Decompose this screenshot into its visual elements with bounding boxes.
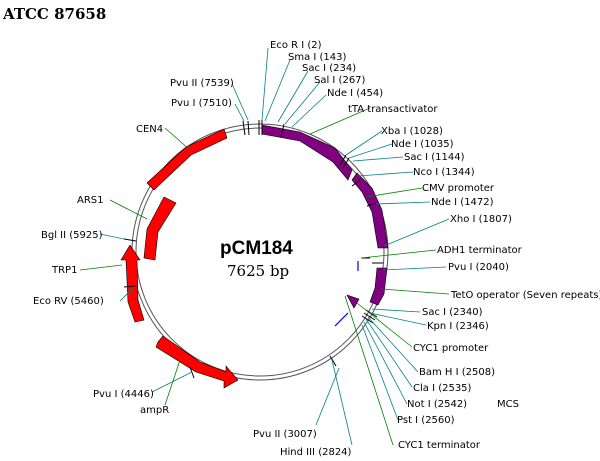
label-xbai: Xba I (1028) bbox=[381, 126, 443, 137]
teto-operator-feature bbox=[369, 267, 388, 306]
label-bglii: Bgl II (5925) bbox=[41, 230, 103, 241]
label-cmv-promoter: CMV promoter bbox=[422, 183, 495, 194]
label-sali: Sal I (267) bbox=[314, 75, 366, 86]
cen4-feature bbox=[146, 128, 228, 191]
label-clai: Cla I (2535) bbox=[413, 383, 472, 394]
cmv-promoter-feature bbox=[351, 172, 389, 249]
label-ndei-1035: Nde I (1035) bbox=[391, 139, 454, 150]
label-ars1: ARS1 bbox=[77, 195, 104, 206]
label-adh1-terminator: ADH1 terminator bbox=[437, 245, 523, 256]
label-ecorv: Eco RV (5460) bbox=[33, 296, 104, 307]
label-xhoi: Xho I (1807) bbox=[450, 214, 512, 225]
label-cyc1-terminator: CYC1 terminator bbox=[398, 440, 481, 451]
label-pvuii-7539: Pvu II (7539) bbox=[170, 78, 234, 89]
backbone-inner bbox=[135, 127, 385, 377]
label-smai: Sma I (143) bbox=[288, 52, 347, 63]
label-pvui-2040: Pvu I (2040) bbox=[448, 262, 509, 273]
cyc1-promoter-feature bbox=[346, 294, 360, 309]
label-cen4: CEN4 bbox=[136, 124, 163, 135]
plasmid-size: 7625 bp bbox=[227, 262, 289, 280]
label-pvui-4446: Pvu I (4446) bbox=[93, 389, 154, 400]
ars1-feature bbox=[143, 196, 177, 261]
label-ampr: ampR bbox=[140, 405, 169, 416]
label-noti: Not I (2542) bbox=[407, 399, 467, 410]
label-mcs: MCS bbox=[497, 399, 519, 410]
label-ndei-1472: Nde I (1472) bbox=[431, 197, 494, 208]
label-ndei-454: Nde I (454) bbox=[327, 88, 383, 99]
label-tta: tTA transactivator bbox=[348, 104, 438, 115]
label-ecori: Eco R I (2) bbox=[270, 40, 322, 51]
blue-mark-1 bbox=[334, 312, 349, 327]
label-bamhi: Bam H I (2508) bbox=[419, 367, 495, 378]
feature-labels: Eco R I (2) Sma I (143) Sac I (234) Sal … bbox=[33, 40, 600, 458]
label-saci-234: Sac I (234) bbox=[302, 63, 356, 74]
trp1-feature bbox=[120, 244, 145, 323]
label-pvuii-3007: Pvu II (3007) bbox=[253, 429, 317, 440]
label-cyc1-promoter: CYC1 promoter bbox=[413, 343, 489, 354]
label-trp1: TRP1 bbox=[51, 265, 77, 276]
strain-title: ATCC 87658 bbox=[2, 5, 106, 23]
label-saci-2340: Sac I (2340) bbox=[422, 307, 483, 318]
label-saci-1144: Sac I (1144) bbox=[404, 152, 465, 163]
label-teto-operator: TetO operator (Seven repeats) bbox=[450, 290, 600, 301]
plasmid-name: pCM184 bbox=[220, 238, 293, 259]
label-pvui-7510: Pvu I (7510) bbox=[171, 98, 232, 109]
label-psti: Pst I (2560) bbox=[397, 415, 455, 426]
label-kpni: Kpn I (2346) bbox=[427, 321, 489, 332]
tta-transactivator-feature bbox=[261, 124, 353, 181]
ampr-feature bbox=[155, 335, 239, 389]
leader-lines bbox=[79, 47, 450, 446]
site-ticks bbox=[123, 120, 383, 379]
label-ncoi: Nco I (1344) bbox=[413, 167, 475, 178]
label-hindiii: Hind III (2824) bbox=[280, 447, 352, 458]
